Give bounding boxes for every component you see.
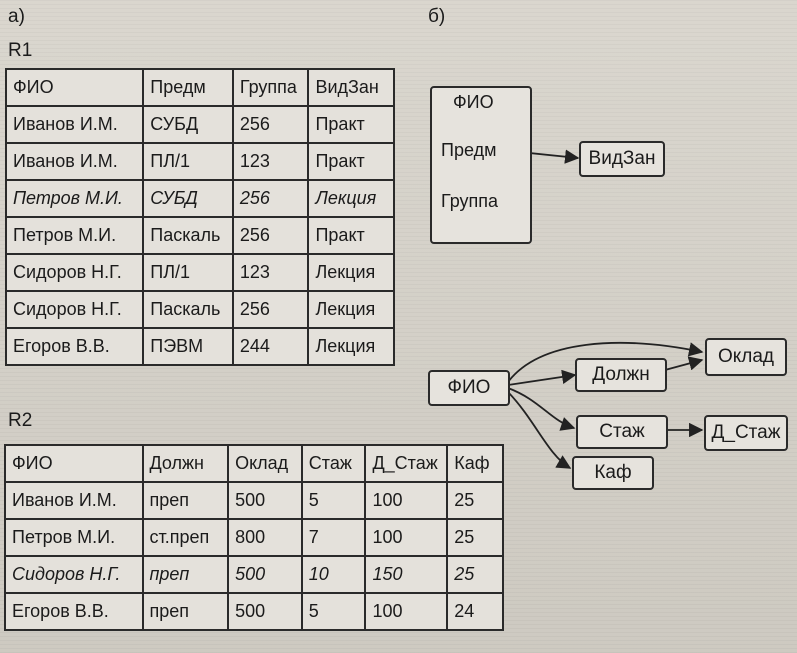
table-cell: СУБД bbox=[142, 105, 234, 144]
table-cell: Лекция bbox=[307, 253, 395, 292]
table-row: Сидоров Н.Г. Паскаль 256 Лекция bbox=[4, 290, 395, 329]
table-cell: Сидоров Н.Г. bbox=[4, 253, 145, 292]
table-cell: 256 bbox=[231, 216, 310, 255]
d-stazh-box: Д_Стаж bbox=[704, 415, 788, 451]
label-r2: R2 bbox=[8, 410, 33, 431]
table-row: Петров М.И. ст.преп 800 7 100 25 bbox=[4, 518, 504, 557]
table-cell: 800 bbox=[227, 518, 303, 557]
table-cell: Практ bbox=[307, 105, 395, 144]
table-cell: 123 bbox=[231, 253, 310, 292]
header-cell: ФИО bbox=[4, 444, 144, 483]
table-cell: ст.преп bbox=[141, 518, 230, 557]
header-cell: Каф bbox=[446, 444, 504, 483]
vidzan-box: ВидЗан bbox=[579, 141, 665, 177]
table-cell: 244 bbox=[231, 327, 310, 366]
arrow-fio-oklad bbox=[507, 341, 704, 383]
label-r1: R1 bbox=[8, 40, 33, 61]
table-cell: Паскаль bbox=[142, 216, 234, 255]
table-cell: 100 bbox=[364, 518, 449, 557]
table-cell: 150 bbox=[364, 555, 449, 594]
header-cell: Должн bbox=[141, 444, 230, 483]
oklad-box: Оклад bbox=[705, 338, 787, 376]
table-row: Петров М.И. СУБД 256 Лекция bbox=[4, 179, 395, 218]
arrow-fio-dolzhn bbox=[507, 369, 577, 386]
header-cell: ВидЗан bbox=[307, 68, 395, 107]
table-cell: 100 bbox=[364, 481, 449, 520]
header-cell: Оклад bbox=[227, 444, 303, 483]
arrow-dolzhn-oklad bbox=[664, 356, 704, 371]
fio-box: ФИО bbox=[428, 370, 510, 406]
table-cell: 7 bbox=[300, 518, 367, 557]
table-cell: 100 bbox=[364, 592, 449, 631]
table-cell: Практ bbox=[307, 216, 395, 255]
table-cell: Егоров В.В. bbox=[4, 327, 145, 366]
table-cell: 256 bbox=[231, 105, 310, 144]
table-cell: Лекция bbox=[307, 327, 395, 366]
table-cell: 25 bbox=[446, 481, 504, 520]
table-cell: Иванов И.М. bbox=[4, 105, 145, 144]
table-cell: 256 bbox=[231, 290, 310, 329]
table-cell: 500 bbox=[227, 481, 303, 520]
header-cell: Стаж bbox=[300, 444, 367, 483]
table-cell: СУБД bbox=[142, 179, 234, 218]
header-cell: ФИО bbox=[4, 68, 145, 107]
table-row: Сидоров Н.Г. ПЛ/1 123 Лекция bbox=[4, 253, 395, 292]
table-r2: ФИО Должн Оклад Стаж Д_Стаж Каф Иванов И… bbox=[4, 444, 504, 631]
kaf-box: Каф bbox=[572, 456, 654, 490]
table-cell: Сидоров Н.Г. bbox=[4, 555, 144, 594]
table-cell: Петров М.И. bbox=[4, 216, 145, 255]
arrow-fio-stazh bbox=[507, 387, 576, 431]
table-cell: Сидоров Н.Г. bbox=[4, 290, 145, 329]
diagram1-fio-label: ФИО bbox=[453, 92, 494, 112]
table-cell: 24 bbox=[446, 592, 504, 631]
diagram1-predm-label: Предм bbox=[441, 140, 497, 160]
table-row: Иванов И.М. СУБД 256 Практ bbox=[4, 105, 395, 144]
table-cell: Егоров В.В. bbox=[4, 592, 144, 631]
table-row: Егоров В.В. преп 500 5 100 24 bbox=[4, 592, 504, 631]
table-cell: 10 bbox=[300, 555, 367, 594]
fio-predm-group-box bbox=[430, 86, 532, 244]
table-cell: 500 bbox=[227, 592, 303, 631]
table-cell: Иванов И.М. bbox=[4, 481, 144, 520]
table-cell: Петров М.И. bbox=[4, 518, 144, 557]
table-header-row: ФИО Должн Оклад Стаж Д_Стаж Каф bbox=[4, 444, 504, 483]
table-cell: ПЭВМ bbox=[142, 327, 234, 366]
table-cell: 5 bbox=[300, 592, 367, 631]
table-cell: 256 bbox=[231, 179, 310, 218]
table-cell: Паскаль bbox=[142, 290, 234, 329]
header-cell: Группа bbox=[231, 68, 310, 107]
table-cell: Лекция bbox=[307, 290, 395, 329]
label-a: а) bbox=[8, 6, 25, 27]
stazh-box: Стаж bbox=[576, 415, 668, 449]
table-row: Егоров В.В. ПЭВМ 244 Лекция bbox=[4, 327, 395, 366]
table-cell: ПЛ/1 bbox=[142, 253, 234, 292]
table-cell: 500 bbox=[227, 555, 303, 594]
label-b: б) bbox=[428, 6, 446, 27]
table-cell: ПЛ/1 bbox=[142, 142, 234, 181]
table-cell: Иванов И.М. bbox=[4, 142, 145, 181]
table-cell: 123 bbox=[231, 142, 310, 181]
header-cell: Д_Стаж bbox=[364, 444, 449, 483]
table-cell: преп bbox=[141, 592, 230, 631]
dolzhn-box: Должн bbox=[575, 358, 667, 392]
header-cell: Предм bbox=[142, 68, 234, 107]
table-cell: 25 bbox=[446, 518, 504, 557]
arrow-fio-kaf bbox=[507, 391, 572, 469]
diagram1-gruppa-label: Группа bbox=[441, 191, 499, 211]
table-row: Иванов И.М. ПЛ/1 123 Практ bbox=[4, 142, 395, 181]
table-cell: Лекция bbox=[307, 179, 395, 218]
table-cell: Практ bbox=[307, 142, 395, 181]
table-cell: Петров М.И. bbox=[4, 179, 145, 218]
table-cell: 25 bbox=[446, 555, 504, 594]
table-row: Петров М.И. Паскаль 256 Практ bbox=[4, 216, 395, 255]
table-r1: ФИО Предм Группа ВидЗан Иванов И.М. СУБД… bbox=[4, 68, 395, 366]
table-cell: преп bbox=[141, 555, 230, 594]
table-row: Сидоров Н.Г. преп 500 10 150 25 bbox=[4, 555, 504, 594]
table-row: Иванов И.М. преп 500 5 100 25 bbox=[4, 481, 504, 520]
table-cell: преп bbox=[141, 481, 230, 520]
table-header-row: ФИО Предм Группа ВидЗан bbox=[4, 68, 395, 107]
table-cell: 5 bbox=[300, 481, 367, 520]
